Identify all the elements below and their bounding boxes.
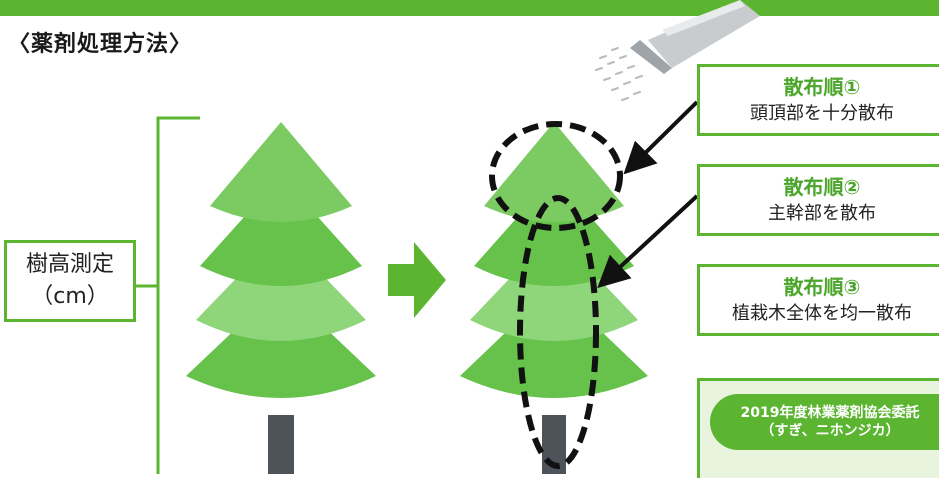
measure-unit: （cm）: [31, 281, 109, 313]
spray-step-2-box: 散布順② 主幹部を散布: [697, 164, 939, 236]
right-arrow-icon: [388, 242, 446, 318]
step-1-title: 散布順①: [784, 73, 861, 101]
step-2-title: 散布順②: [784, 173, 861, 201]
height-bracket: [158, 118, 200, 474]
spray-mist: [596, 48, 642, 100]
measure-label: 樹高測定: [26, 249, 114, 281]
source-info-pill: 2019年度林業薬剤協会委託 （すぎ、ニホンジカ）: [710, 394, 939, 450]
pointer-arrow-step2: [606, 196, 697, 280]
source-line-2: （すぎ、ニホンジカ）: [760, 422, 899, 440]
spray-nozzle-icon: [630, 0, 760, 74]
height-measurement-box: 樹高測定 （cm）: [4, 240, 136, 322]
spray-step-3-box: 散布順③ 植栽木全体を均一散布: [697, 264, 939, 336]
tree-icon: [186, 122, 376, 474]
step-2-description: 主幹部を散布: [768, 201, 876, 227]
pointer-arrow-step1: [632, 102, 697, 166]
spray-step-1-box: 散布順① 頭頂部を十分散布: [697, 64, 939, 136]
step-3-title: 散布順③: [784, 273, 861, 301]
step-1-description: 頭頂部を十分散布: [750, 101, 894, 127]
source-line-1: 2019年度林業薬剤協会委託: [741, 404, 920, 422]
step-3-description: 植栽木全体を均一散布: [732, 301, 912, 327]
